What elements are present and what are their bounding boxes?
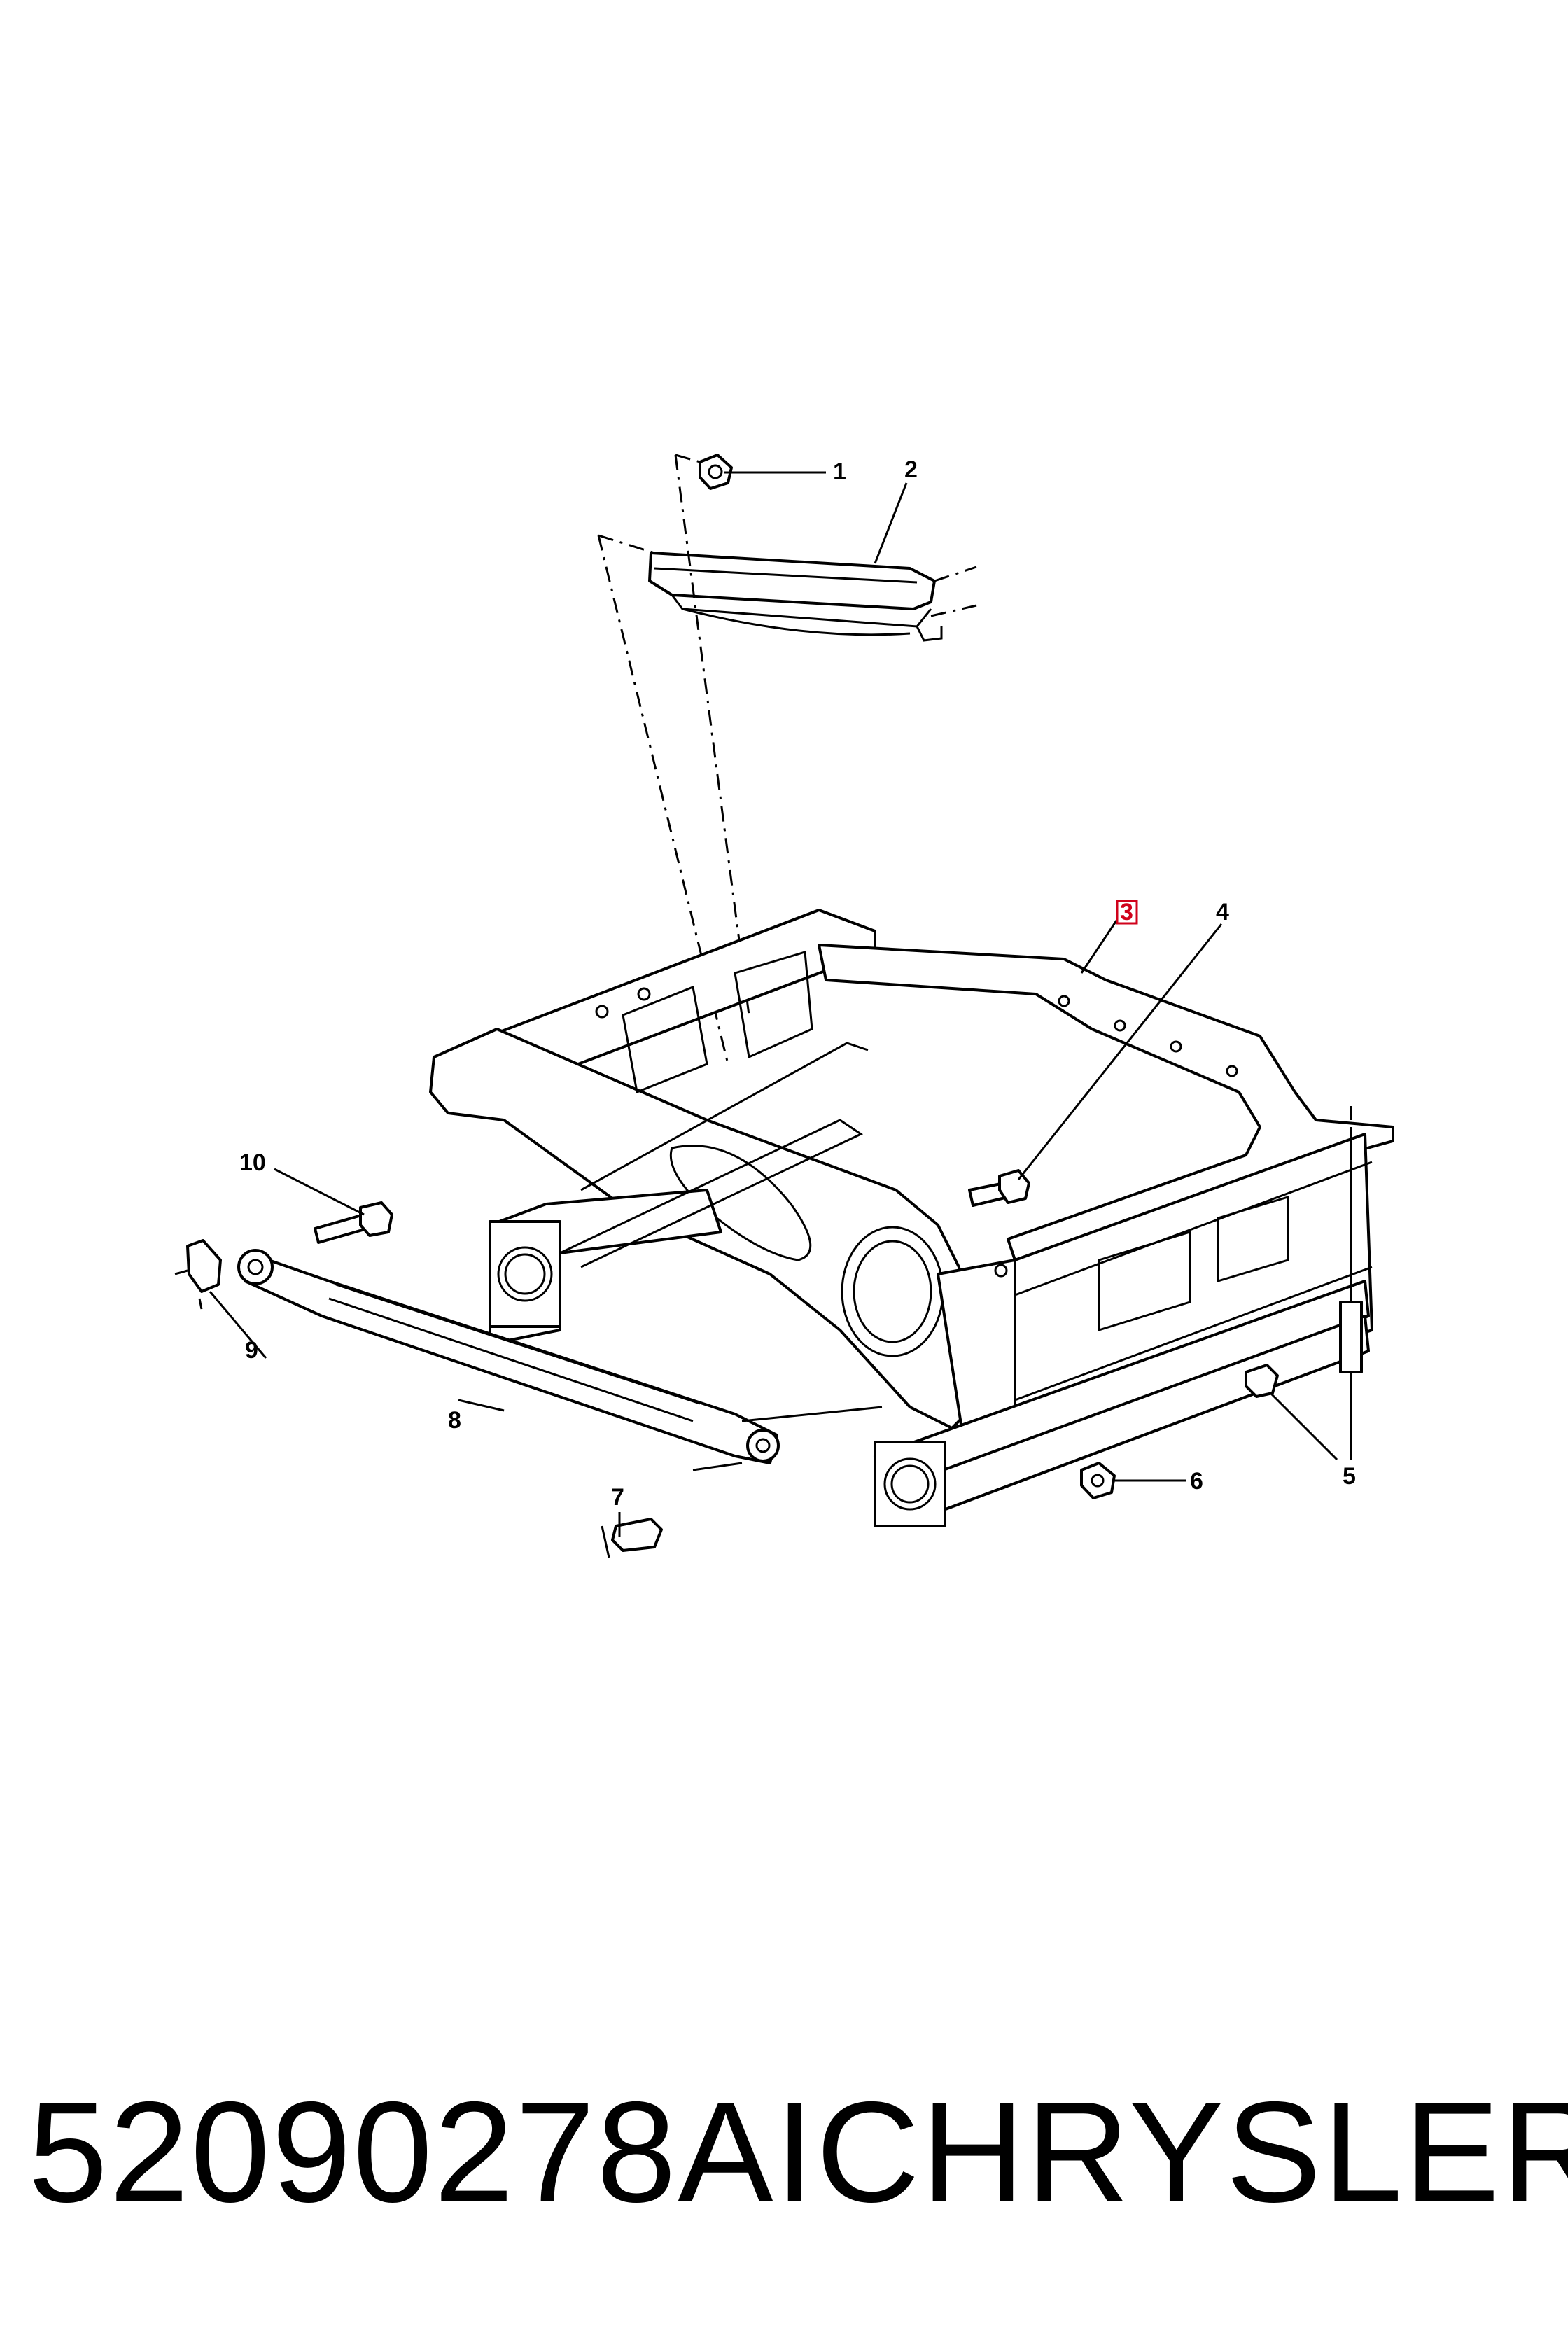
callout-3-highlight xyxy=(1116,899,1138,925)
part-4-bolt xyxy=(968,1169,1030,1207)
part-3-frame xyxy=(429,909,1394,1527)
callout-6: 6 xyxy=(1190,1468,1203,1494)
assembly-line xyxy=(598,534,655,554)
callout-5: 5 xyxy=(1343,1463,1356,1490)
part-2-bracket xyxy=(648,552,977,642)
assembly-line xyxy=(674,454,750,1016)
part-number: 52090278AI xyxy=(28,2072,816,2232)
part-10-bolt xyxy=(314,1201,393,1244)
part-7-clip xyxy=(601,1518,663,1558)
part-9-nut xyxy=(174,1239,222,1310)
part-6-nut xyxy=(1080,1462,1116,1499)
part-5-bolts xyxy=(1245,1106,1363,1398)
callout-7: 7 xyxy=(611,1484,624,1511)
callout-2: 2 xyxy=(904,456,918,483)
footer: 52090278AI CHRYSLER xyxy=(28,2065,1568,2240)
callout-8: 8 xyxy=(448,1407,461,1434)
callout-4: 4 xyxy=(1216,899,1229,925)
callout-9: 9 xyxy=(245,1337,258,1364)
assembly-line xyxy=(675,454,701,463)
part-1-nut xyxy=(699,454,733,490)
callout-1: 1 xyxy=(833,458,846,485)
callout-10: 10 xyxy=(239,1149,266,1176)
callout-3: 3 xyxy=(1120,899,1133,925)
part-8-bar xyxy=(237,1249,883,1471)
leader-lines xyxy=(209,471,1352,1536)
brand-name: CHRYSLER xyxy=(816,2072,1568,2232)
